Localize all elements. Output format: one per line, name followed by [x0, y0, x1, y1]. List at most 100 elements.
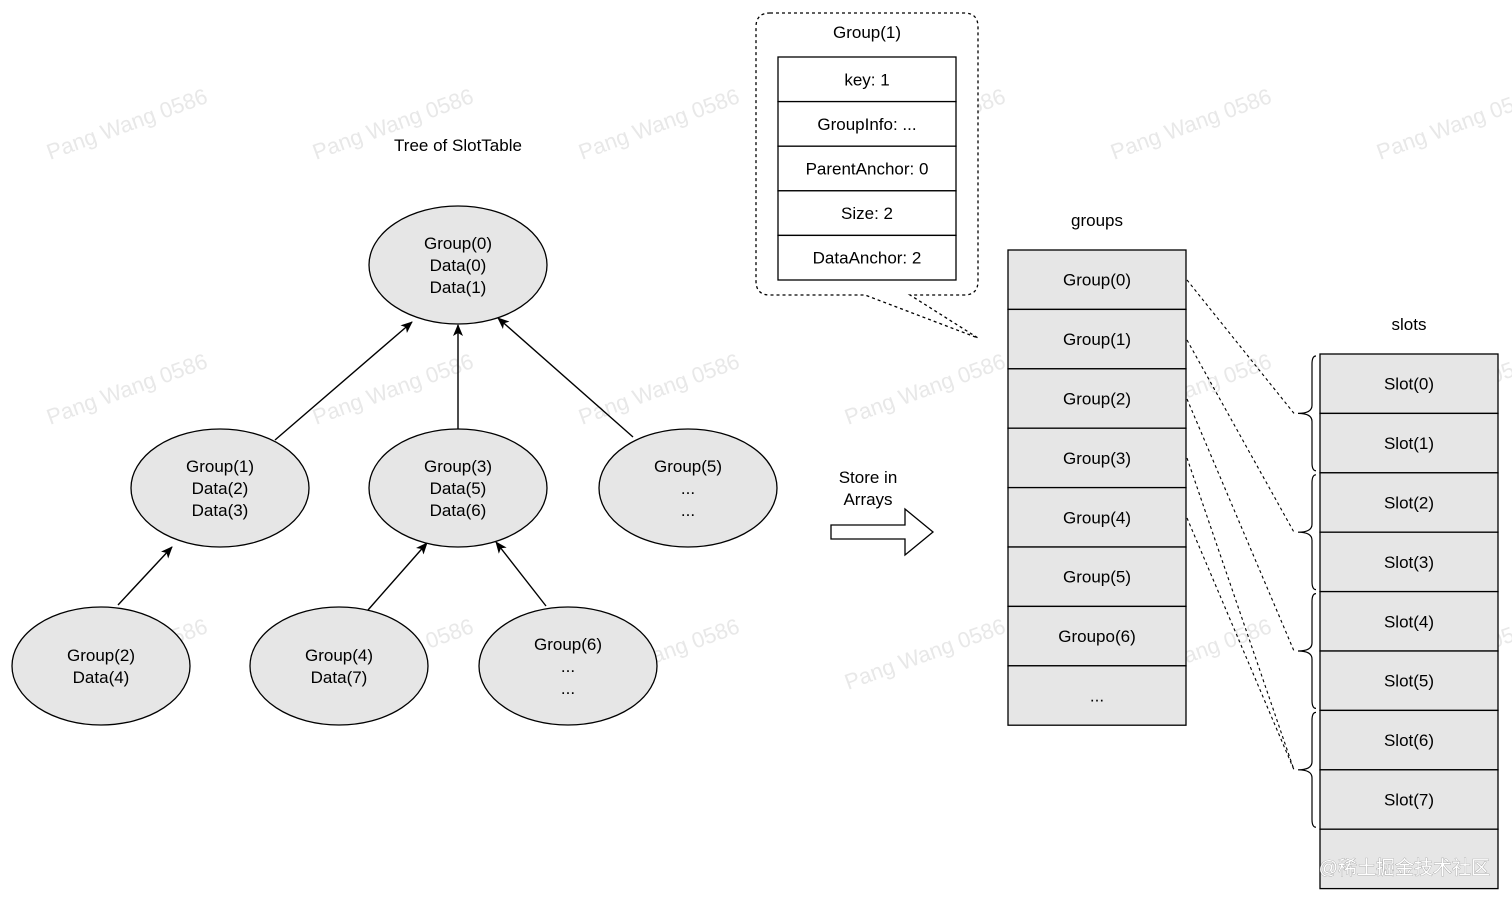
group-detail-field-label: ParentAnchor: 0: [806, 160, 929, 179]
tree-node-label: Group(3): [424, 457, 492, 476]
tree-node-ellipse: [130, 428, 310, 548]
tree-node-n4: Group(4) Data(7): [249, 606, 429, 726]
slots-cell-label: Slot(0): [1384, 375, 1434, 394]
watermark-text: Pang Wang 0586: [841, 613, 1009, 694]
tree-node-label: Group(6): [534, 635, 602, 654]
tree-edge-n1-to-n0: [274, 321, 413, 441]
slot-braces: [1297, 355, 1317, 828]
slots-cell: [1319, 412, 1499, 474]
watermark-text: Pang Wang 0586: [841, 348, 1009, 429]
groups-cell-label: ...: [1090, 687, 1104, 706]
tree-node-label: Data(0): [430, 256, 487, 275]
groups-cell: [1007, 546, 1187, 608]
store-arrow-label-line1: Store in: [839, 468, 898, 487]
slots-cell-label: Slot(2): [1384, 494, 1434, 513]
tree-node-label: Data(2): [192, 479, 249, 498]
watermark-text: Pang Wang 0586: [1373, 83, 1512, 164]
slot-pair-brace: [1297, 711, 1317, 828]
tree-node-label: Data(4): [73, 668, 130, 687]
groups-cell-label: Group(5): [1063, 568, 1131, 587]
group-detail-field-cell: [777, 145, 957, 192]
tree-node-label: Group(1): [186, 457, 254, 476]
group-detail-field-label: Size: 2: [841, 204, 893, 223]
tree-edge-n2-to-n1: [117, 546, 173, 606]
group-detail-field-label: GroupInfo: ...: [817, 115, 916, 134]
tree-node-label: Data(1): [430, 278, 487, 297]
slots-cell-label: Slot(5): [1384, 672, 1434, 691]
tree-node-label: Group(5): [654, 457, 722, 476]
store-arrow-shape: [830, 507, 935, 557]
tree-node-label: Data(3): [192, 501, 249, 520]
tree-node-n5: Group(5)......: [598, 428, 778, 548]
tree-node-n6: Group(6)......: [478, 606, 658, 726]
tree-node-ellipse: [368, 428, 548, 548]
groups-cell-label: Groupo(6): [1058, 627, 1135, 646]
groups-cell-label: Group(3): [1063, 449, 1131, 468]
group-detail-field-label: DataAnchor: 2: [813, 249, 922, 268]
groups-cell-label: Group(2): [1063, 390, 1131, 409]
tree-edge-n4-to-n3: [367, 542, 428, 611]
group-to-slot-links: [1186, 279, 1295, 771]
groups-cell: [1007, 605, 1187, 667]
tree-node-label: ...: [681, 501, 695, 520]
group-slot-link: [1186, 339, 1295, 533]
slots-cell: [1319, 590, 1499, 652]
tree-edge-n6-to-n3: [495, 541, 547, 607]
tree-nodes: Group(0)Data(0)Data(1)Group(1)Data(2)Dat…: [11, 205, 778, 726]
tree-node-label: ...: [561, 679, 575, 698]
tree-node-ellipse: [598, 428, 778, 548]
tree-node-ellipse: [368, 205, 548, 325]
groups-title: groups: [1071, 211, 1123, 230]
tree-node-label: ...: [561, 657, 575, 676]
tree-node-n3: Group(3)Data(5)Data(6): [368, 428, 548, 548]
slots-cell-label: Slot(1): [1384, 434, 1434, 453]
watermark-text: Pang Wang 0586: [575, 348, 743, 429]
watermark-text: Pang Wang 0586: [43, 348, 211, 429]
slots-array: Slot(0)Slot(1)Slot(2)Slot(3)Slot(4)Slot(…: [1319, 353, 1499, 890]
tree-node-n1: Group(1) Data(2) Data(3): [130, 428, 310, 548]
groups-cell-label: Group(4): [1063, 508, 1131, 527]
group-detail-field-cell: [777, 190, 957, 237]
store-in-arrays-arrow: Store in Arrays: [830, 468, 935, 557]
group-slot-link: [1186, 457, 1295, 770]
groups-array: Group(0) Group(1) Group(2) Group(3) Group(4)…: [1007, 249, 1187, 726]
tree-node-ellipse: [249, 606, 429, 726]
groups-cell-label: Group(1): [1063, 330, 1131, 349]
watermark-text: Pang Wang 0586: [43, 83, 211, 164]
group-detail-field-cell: [777, 56, 957, 103]
group-slot-link: [1186, 279, 1295, 414]
slots-title: slots: [1392, 315, 1427, 334]
slots-cell: [1319, 769, 1499, 830]
slots-cell: [1319, 353, 1499, 415]
tree-node-label: Group(4): [305, 646, 373, 665]
groups-cell: [1007, 308, 1187, 370]
groups-cell: [1007, 427, 1187, 489]
tree-node-n0: Group(0)Data(0)Data(1): [368, 205, 548, 325]
watermark-text: Pang Wang 0586: [575, 83, 743, 164]
tree-node-label: Data(5): [430, 479, 487, 498]
watermark-text: Pang Wang 0586: [1107, 83, 1275, 164]
slot-pair-brace: [1297, 355, 1317, 472]
group-detail-field-cell: [777, 234, 957, 281]
slots-cell: [1319, 472, 1499, 533]
slots-cell: [1319, 531, 1499, 593]
slots-cell: [1319, 828, 1499, 890]
group-detail-title: Group(1): [833, 23, 901, 42]
slots-cell-label: Slot(6): [1384, 731, 1434, 750]
group-slot-link: [1186, 398, 1295, 652]
tree-edges: [117, 317, 634, 611]
groups-cell: [1007, 368, 1187, 429]
groups-cell-label: Group(0): [1063, 271, 1131, 290]
store-arrow-label-line2: Arrays: [843, 490, 892, 509]
tree-title: Tree of SlotTable: [394, 136, 522, 155]
footer-watermark: @稀土掘金技术社区: [1319, 857, 1490, 879]
slot-pair-brace: [1297, 474, 1317, 591]
slot-pair-brace: [1297, 593, 1317, 709]
groups-cell: [1007, 486, 1187, 548]
tree-edge-n5-to-n0: [497, 317, 634, 438]
tree-node-label: Data(7): [311, 668, 368, 687]
slots-cell: [1319, 709, 1499, 771]
